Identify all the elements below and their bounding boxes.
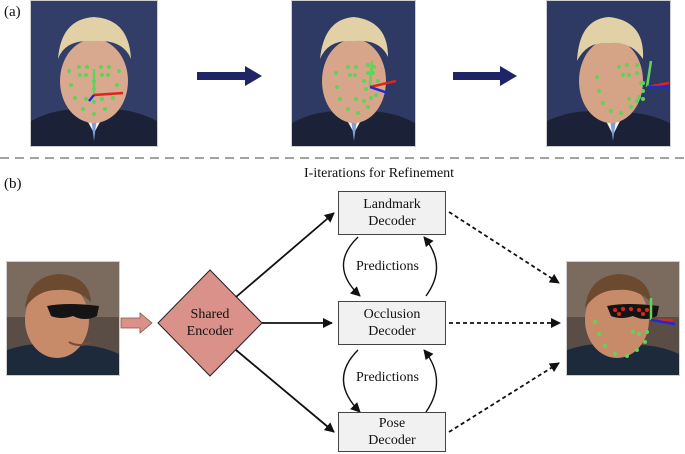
arrow-landmark-output <box>448 211 560 284</box>
pose-decoder-line1: Pose <box>378 416 406 431</box>
loop-landmark-to-occlusion <box>342 236 361 297</box>
encoder-label-line2: Encoder <box>186 324 234 339</box>
occlusion-decoder-line2: Decoder <box>368 324 416 339</box>
pose-decoder-box: Pose Decoder <box>338 412 446 452</box>
landmark-decoder-line2: Decoder <box>368 214 416 229</box>
predictions-label-lower: Predictions <box>356 370 419 385</box>
arrow-encoder-landmark <box>235 212 335 298</box>
face-frame-turned <box>291 0 416 147</box>
arrow-encoder-pose <box>235 349 335 433</box>
input-face-image <box>6 261 120 376</box>
panel-b-label: (b) <box>4 176 22 192</box>
output-face-image <box>566 261 680 376</box>
sequence-arrow-2 <box>453 66 517 86</box>
encoder-label-line1: Shared <box>190 307 230 322</box>
arrow-pose-output <box>448 362 560 433</box>
landmark-decoder-line1: Landmark <box>363 197 421 212</box>
loop-pose-to-occlusion <box>423 349 438 413</box>
pose-decoder-line2: Decoder <box>368 433 416 448</box>
face-frame-frontal <box>30 0 158 147</box>
occlusion-decoder-box: Occlusion Decoder <box>338 301 446 345</box>
encoder-label: Shared Encoder <box>165 306 255 340</box>
loop-occlusion-to-pose <box>342 349 361 413</box>
face-frame-profile <box>546 0 671 147</box>
occlusion-decoder-line1: Occlusion <box>363 307 421 322</box>
predictions-label-upper: Predictions <box>356 259 419 274</box>
panel-a-label: (a) <box>4 4 21 20</box>
refinement-title: I-iterations for Refinement <box>304 166 455 181</box>
sequence-arrow-1 <box>197 66 262 86</box>
loop-occlusion-to-landmark <box>423 236 438 297</box>
landmark-decoder-box: Landmark Decoder <box>338 191 446 235</box>
input-arrow <box>120 312 153 334</box>
